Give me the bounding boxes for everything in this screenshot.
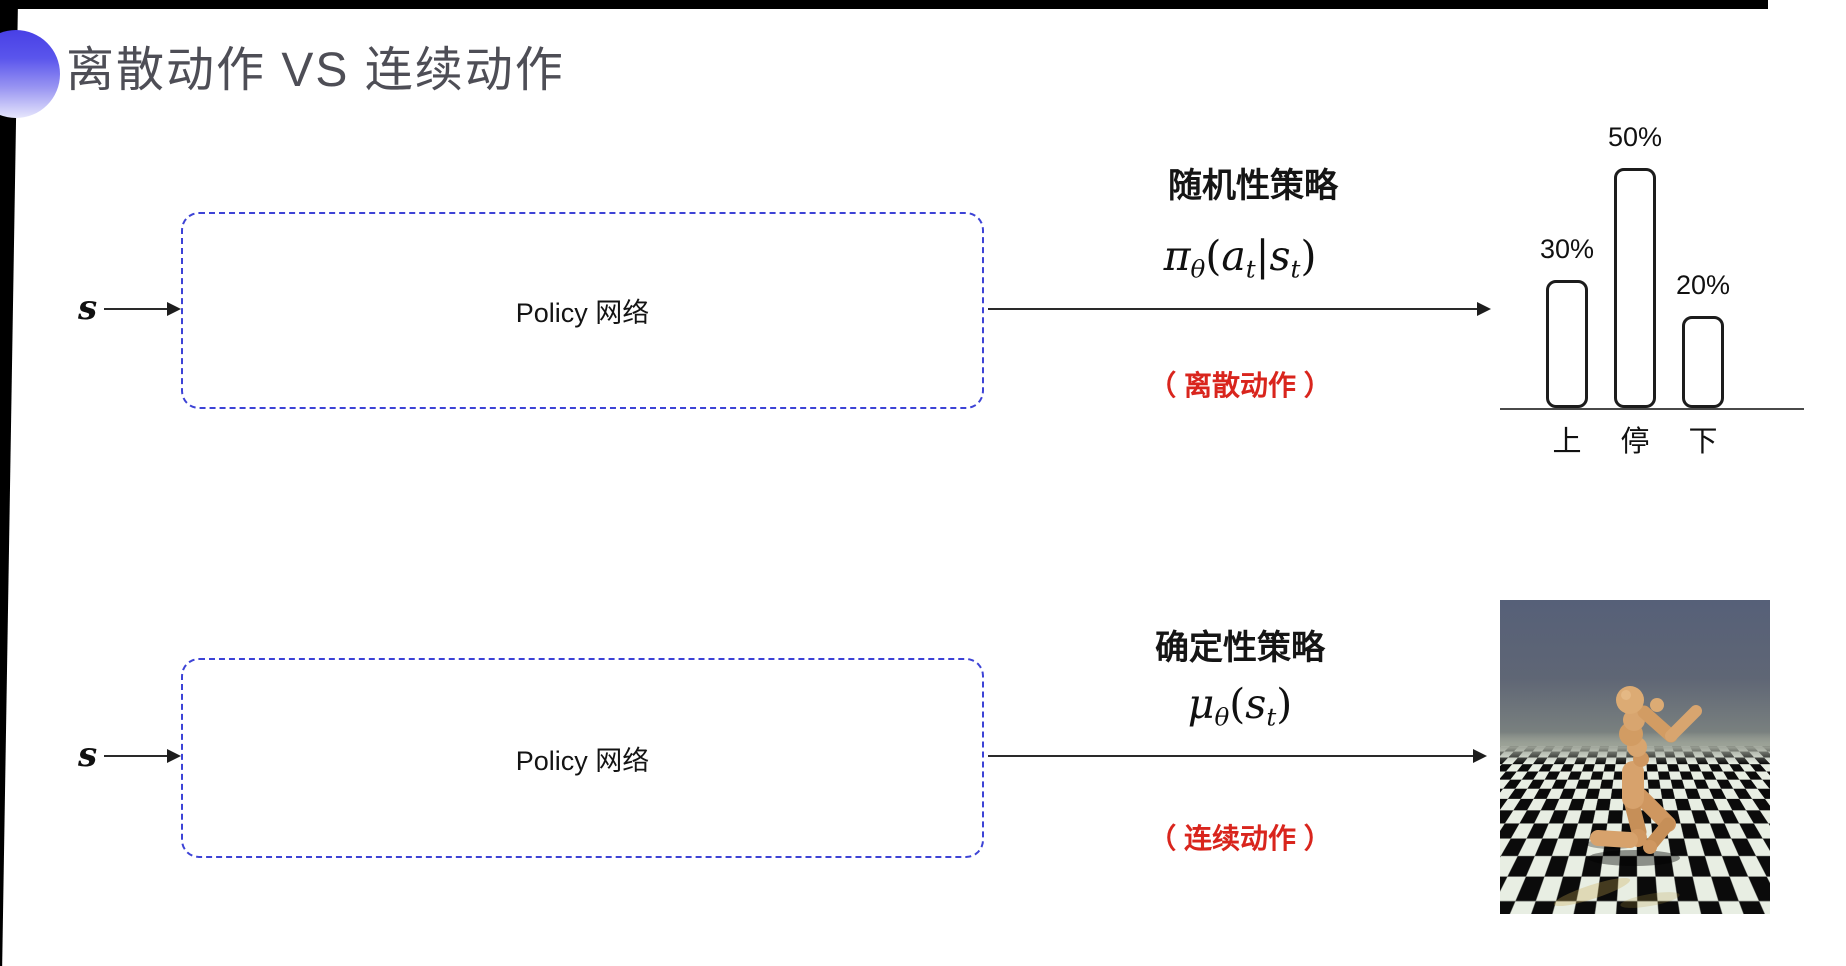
letterbox-top-bar (0, 0, 1768, 9)
arrowhead-icon (167, 749, 181, 763)
probability-bar-下 (1682, 316, 1724, 408)
policy-network-label-top: Policy 网络 (515, 298, 650, 328)
arrow-policy-to-distribution (988, 302, 1491, 316)
bar-category-label: 上 (1552, 426, 1582, 458)
arrowhead-icon (1473, 749, 1487, 763)
policy-network-label-bottom: Policy 网络 (515, 745, 650, 776)
mujoco-humanoid-image (1500, 600, 1770, 914)
arrowhead-icon (1477, 302, 1491, 316)
state-input-label-bottom: s (78, 735, 98, 775)
bar-value-label: 30% (1539, 234, 1595, 264)
policy-network-box-bottom: Policy 网络 (181, 658, 984, 858)
humanoid-robot-figure (1553, 686, 1702, 908)
arrow-state-to-policy-top (104, 302, 181, 316)
deterministic-policy-label: 确定性策略 (1155, 629, 1325, 667)
chart-baseline-axis (1500, 408, 1804, 410)
bar-value-label: 50% (1607, 122, 1663, 152)
letterbox-left-bar (0, 0, 18, 966)
probability-bar-上 (1546, 280, 1588, 408)
deterministic-policy-formula: μθ(st) (1187, 680, 1293, 732)
arrow-state-to-policy-bottom (104, 749, 181, 763)
discrete-action-note: （ 离散动作 ） (1148, 370, 1332, 401)
probability-bar-停 (1614, 168, 1656, 408)
continuous-action-note: （ 连续动作 ） (1148, 823, 1332, 854)
bar-value-label: 20% (1675, 270, 1731, 300)
stochastic-policy-formula: πθ(at|st) (1163, 232, 1317, 284)
arrow-policy-to-robot (988, 749, 1487, 763)
stochastic-policy-label: 随机性策略 (1168, 167, 1338, 205)
title-bullet-circle (0, 30, 60, 118)
bar-category-label: 下 (1688, 426, 1718, 458)
action-probability-bar-chart: 30% 上 50% 停 20% 下 (1498, 96, 1828, 476)
state-input-label-top: s (78, 288, 98, 328)
bar-category-label: 停 (1620, 426, 1650, 458)
policy-network-box-top: Policy 网络 (181, 212, 984, 409)
arrowhead-icon (167, 302, 181, 316)
page-title: 离散动作 VS 连续动作 (66, 44, 565, 97)
